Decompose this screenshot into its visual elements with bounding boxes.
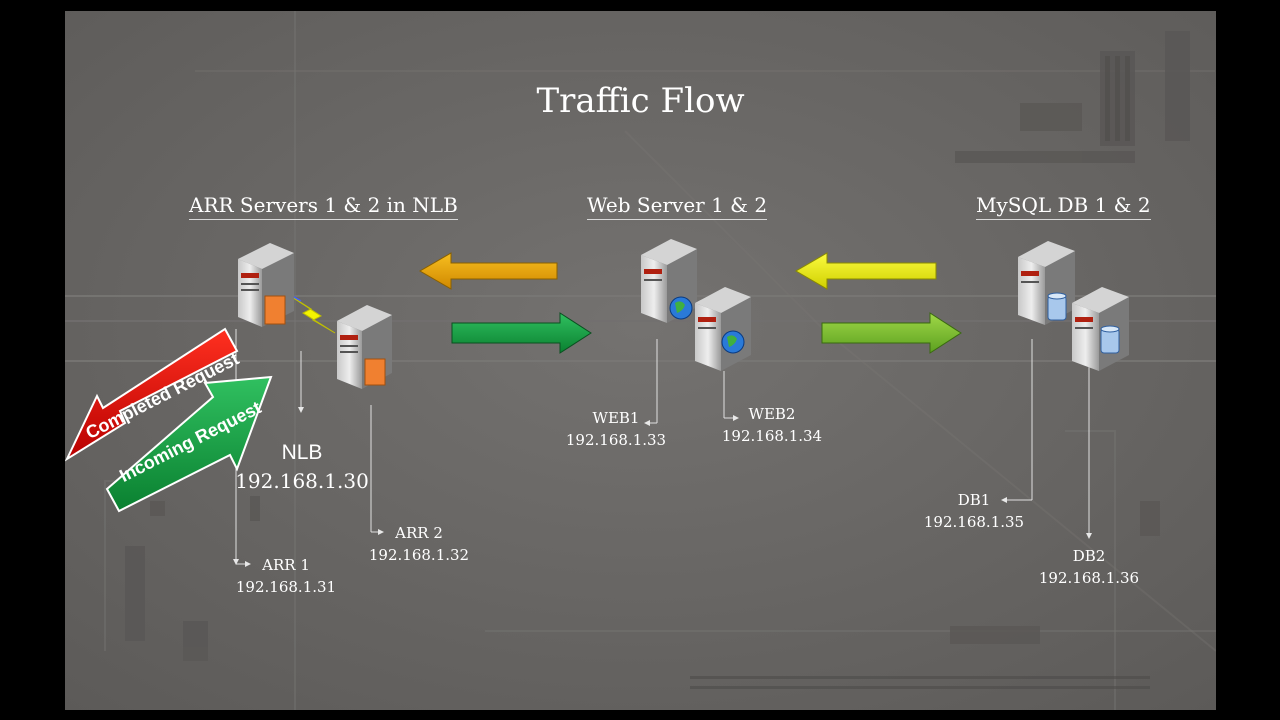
web2-ip: 192.168.1.34 bbox=[721, 427, 823, 445]
db2-ip: 192.168.1.36 bbox=[1038, 569, 1140, 587]
db2-name: DB2 bbox=[1072, 547, 1106, 565]
db1-name: DB1 bbox=[957, 491, 991, 509]
server-icon-web1 bbox=[641, 239, 697, 323]
web1-label: WEB1 192.168.1.33 bbox=[565, 407, 667, 451]
server-icon-db1 bbox=[1018, 241, 1075, 325]
server-icon-arr2 bbox=[337, 305, 392, 389]
web2-label: WEB2 192.168.1.34 bbox=[721, 403, 823, 447]
arr1-ip: 192.168.1.31 bbox=[235, 578, 337, 596]
arr1-name: ARR 1 bbox=[262, 556, 310, 574]
section-heading-web: Web Server 1 & 2 bbox=[587, 193, 768, 220]
circuit-background bbox=[65, 11, 1216, 710]
arr2-label: ARR 2 192.168.1.32 bbox=[368, 522, 470, 566]
nlb-ip: 192.168.1.30 bbox=[235, 469, 369, 493]
nlb-label: NLB 192.168.1.30 bbox=[232, 439, 372, 495]
server-icon-web2 bbox=[695, 287, 751, 371]
db1-ip: 192.168.1.35 bbox=[923, 513, 1025, 531]
arr2-name: ARR 2 bbox=[395, 524, 443, 542]
arrow-request-arr-to-web bbox=[451, 312, 592, 354]
nlb-name: NLB bbox=[281, 441, 323, 464]
arrow-response-web-to-arr bbox=[419, 252, 558, 290]
section-heading-arr: ARR Servers 1 & 2 in NLB bbox=[189, 193, 458, 220]
arrow-response-db-to-web bbox=[795, 252, 937, 290]
web2-name: WEB2 bbox=[748, 405, 796, 423]
arr1-label: ARR 1 192.168.1.31 bbox=[235, 554, 337, 598]
diagram-overlay: Completed Request Incoming Request bbox=[65, 239, 1129, 567]
db2-label: DB2 192.168.1.36 bbox=[1038, 545, 1140, 589]
slide: Completed Request Incoming Request Traff… bbox=[65, 11, 1216, 710]
web1-ip: 192.168.1.33 bbox=[565, 431, 667, 449]
db1-label: DB1 192.168.1.35 bbox=[923, 489, 1025, 533]
web1-name: WEB1 bbox=[592, 409, 640, 427]
section-heading-db: MySQL DB 1 & 2 bbox=[976, 193, 1151, 220]
arrow-request-web-to-db bbox=[821, 312, 962, 354]
server-icon-db2 bbox=[1072, 287, 1129, 371]
server-icon-arr1 bbox=[238, 243, 294, 327]
arr2-ip: 192.168.1.32 bbox=[368, 546, 470, 564]
lightning-icon bbox=[274, 285, 336, 334]
page-title: Traffic Flow bbox=[536, 81, 745, 121]
